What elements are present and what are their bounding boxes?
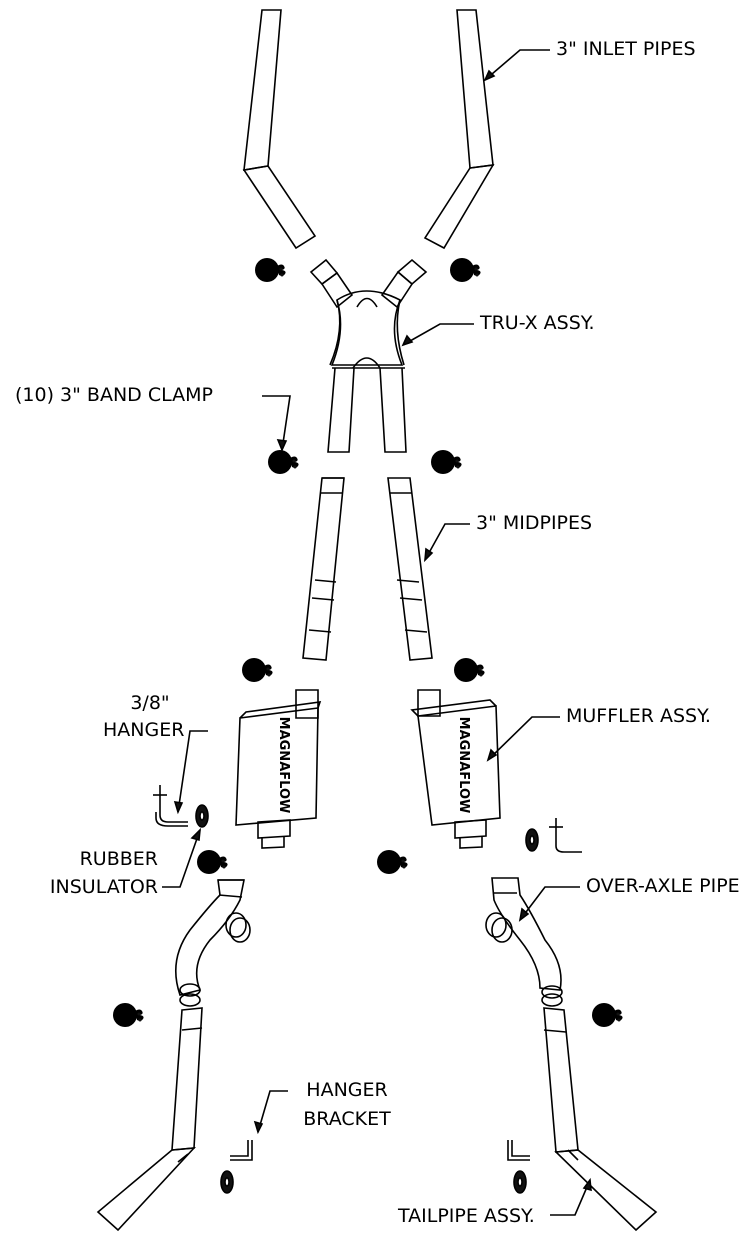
muffler-brand-right: MAGNAFLOW <box>456 717 471 814</box>
muffler-right: MAGNAFLOW <box>410 689 501 849</box>
tailpipe-right <box>543 1007 658 1232</box>
tailpipe-left <box>96 1007 203 1232</box>
label-muffler-assy: MUFFLER ASSY. <box>566 705 711 727</box>
band-clamp-icon <box>113 258 623 1027</box>
muffler-brand-left: MAGNAFLOW <box>276 717 291 814</box>
label-band-clamp: (10) 3" BAND CLAMP <box>15 384 213 406</box>
label-bracket-line2: BRACKET <box>303 1108 391 1130</box>
leader-lines <box>162 49 592 1216</box>
label-over-axle-pipe: OVER-AXLE PIPE <box>586 875 740 897</box>
label-hanger-line2: HANGER <box>103 719 185 741</box>
label-rubber-line2: INSULATOR <box>49 876 158 898</box>
label-rubber-line1: RUBBER <box>79 848 158 870</box>
inlet-pipe-right <box>423 9 495 250</box>
label-bracket-line1: HANGER <box>306 1079 388 1101</box>
midpipe-left <box>302 477 345 661</box>
hanger-icon-left <box>153 785 188 827</box>
inlet-pipe-left <box>242 9 317 250</box>
muffler-left: MAGNAFLOW <box>235 689 322 849</box>
label-hanger-line1: 3/8" <box>130 692 170 714</box>
trux-assembly <box>309 258 428 453</box>
midpipe-right <box>387 477 433 661</box>
label-midpipes: 3" MIDPIPES <box>476 512 593 534</box>
rubber-insulator-icon <box>195 804 539 1194</box>
over-axle-pipe-left <box>174 879 251 1007</box>
hanger-bracket-icon <box>230 1140 530 1161</box>
label-trux-assy: TRU-X ASSY. <box>480 312 595 334</box>
label-tailpipe-assy: TAILPIPE ASSY. <box>398 1205 535 1227</box>
over-axle-pipe-right <box>485 877 563 1007</box>
hanger-icon-right <box>549 818 582 853</box>
label-inlet-pipes: 3" INLET PIPES <box>556 38 696 60</box>
